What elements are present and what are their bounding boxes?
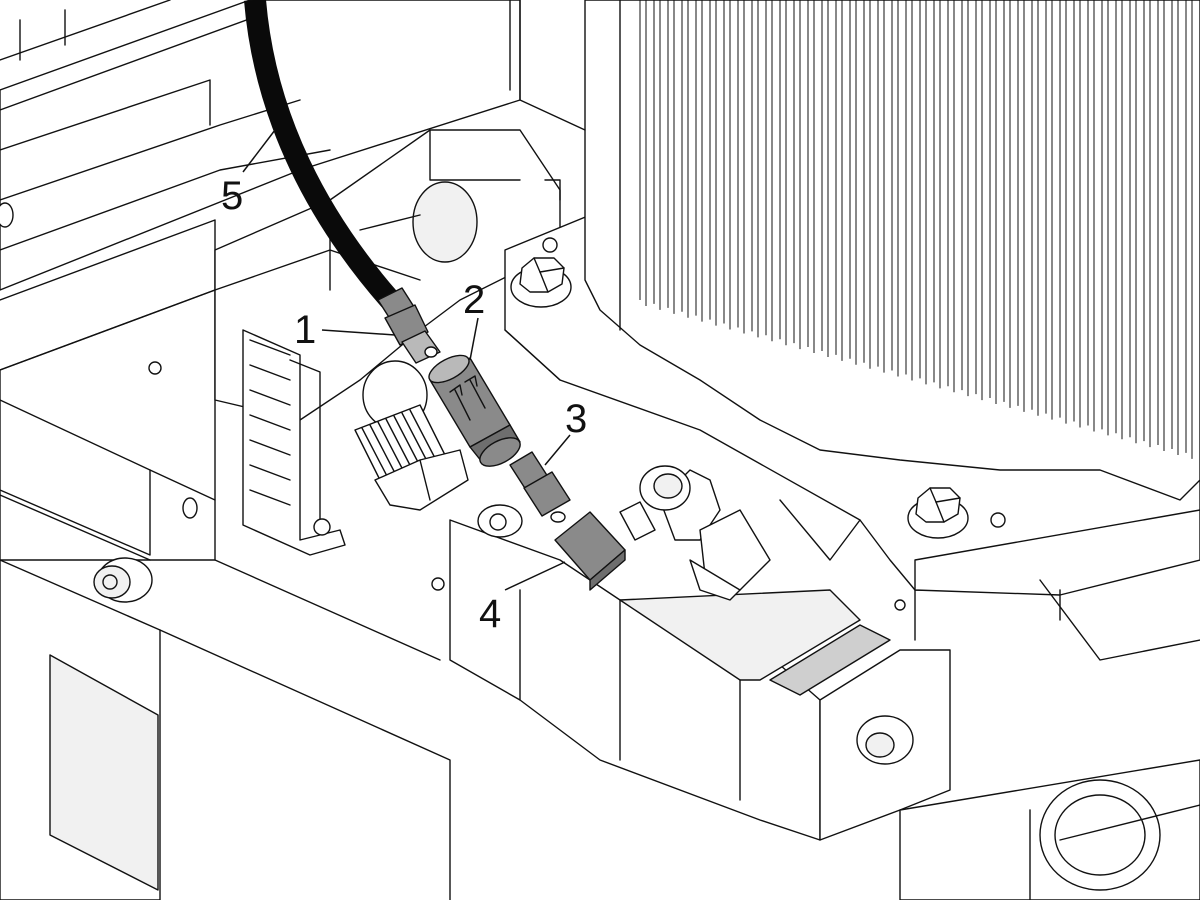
callout-2: 2	[463, 278, 485, 322]
leader-3	[544, 434, 571, 466]
callout-1: 1	[294, 308, 316, 352]
comb-bracket	[242, 329, 346, 556]
adapter-block	[554, 465, 771, 601]
motor-body	[519, 0, 1200, 501]
threaded-fitting	[354, 360, 469, 511]
leader-4	[504, 561, 566, 591]
lower-blocks	[449, 499, 1200, 900]
connector	[509, 451, 571, 523]
pump-housing	[214, 129, 561, 421]
leader-1	[321, 329, 396, 336]
cooling-fins	[639, 0, 1193, 459]
callout-3: 3	[565, 397, 587, 441]
hose-fitting	[377, 287, 441, 364]
leader-2	[469, 317, 479, 361]
machine-frame	[0, 0, 521, 900]
hose	[244, 0, 399, 308]
callout-4: 4	[479, 592, 501, 636]
callout-5: 5	[221, 174, 243, 218]
bolt-left	[510, 257, 572, 308]
leader-5	[242, 129, 276, 173]
check-valve	[428, 354, 521, 467]
bolt-right	[907, 487, 969, 539]
leader-lines	[242, 129, 571, 591]
